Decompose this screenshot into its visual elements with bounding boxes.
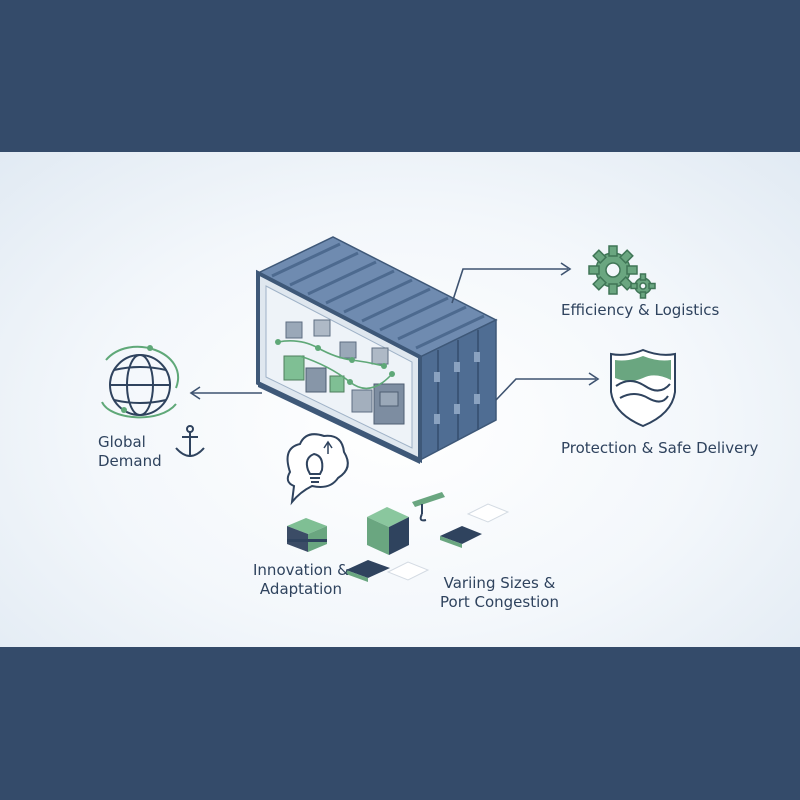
innovation-blocks [287, 492, 510, 582]
lightbulb-icon [286, 433, 349, 506]
shield-icon [610, 348, 676, 428]
shipping-container [256, 236, 498, 464]
gear-icon [588, 245, 656, 299]
diagram-panel: Global Demand Efficiency & Logistics Pro… [0, 152, 800, 647]
cargo-boxes [283, 319, 405, 425]
label-innovation-adaptation: Innovation & Adaptation [253, 561, 349, 598]
label-efficiency-logistics: Efficiency & Logistics [561, 301, 720, 319]
connector-arrows [189, 262, 600, 401]
globe-icon [101, 345, 180, 419]
anchor-icon [175, 425, 205, 457]
top-band [0, 0, 800, 152]
label-protection-safe-delivery: Protection & Safe Delivery [561, 439, 759, 457]
bottom-band [0, 647, 800, 800]
diagram-canvas [101, 236, 676, 582]
label-sizes-port-congestion: Variing Sizes & Port Congestion [440, 574, 559, 611]
label-global-demand: Global Demand [98, 433, 162, 470]
